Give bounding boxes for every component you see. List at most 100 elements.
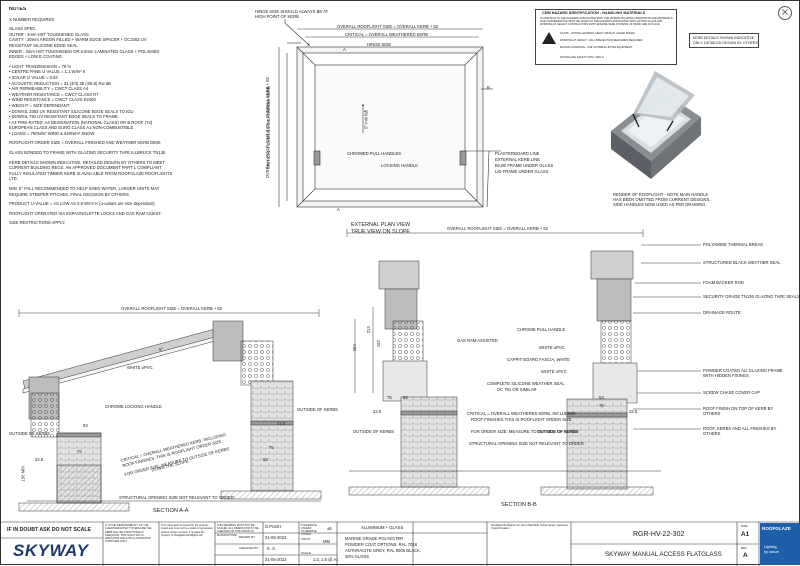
sa-dim-225: 22.5 bbox=[35, 457, 44, 462]
sb-right-8: SCREW CHASE COVER CAP bbox=[703, 390, 761, 395]
roofglaze-brand: ROOFGLAZE bbox=[762, 526, 791, 531]
plan-caption-2: TRUE VIEW ON SLOPE bbox=[351, 229, 411, 235]
sb-right-5: DRAINAGE ROUTE bbox=[703, 310, 741, 315]
sb-dim-225r: 22.5 bbox=[629, 409, 638, 414]
render-note-2: HAS BEEN OMITTED FROM CURRENT DESIGNS. bbox=[613, 197, 711, 202]
skyway-logo: SKYWAY bbox=[13, 541, 89, 560]
size: A1 bbox=[741, 531, 750, 538]
checked-label: CHECKED BY bbox=[239, 546, 259, 550]
plan-section-a-bottom: A bbox=[337, 207, 340, 212]
sa-deg5: 5° bbox=[159, 347, 164, 352]
sb-right-12: OTHERS bbox=[703, 431, 721, 436]
sb-dim-93: 93 bbox=[403, 395, 408, 400]
note-line: • LIGHT TRANSMISSION = 78 % bbox=[9, 63, 72, 69]
plan-caption-1: EXTERNAL PLAN VIEW bbox=[351, 222, 411, 228]
note-line: • AIR PERMEABILITY = CWCT CLASS A4 bbox=[9, 86, 89, 92]
plan-overall-top: OVERALL ROOFLIGHT SIZE = OVERALL KERB + … bbox=[337, 24, 439, 29]
sb-outside-r: OUTSIDE OF KERBS bbox=[537, 429, 578, 434]
tolerance: ±5 bbox=[327, 526, 332, 531]
sb-title: SECTION B-B bbox=[501, 502, 537, 508]
finish-2: POWDER COAT OPTIONS: RAL 7016 bbox=[345, 542, 418, 547]
title-block-frame bbox=[1, 521, 800, 566]
cdm-bullet-1: GLASS - LIFTING HAZARDS, HEAVY WEIGHT, S… bbox=[560, 32, 635, 35]
note-line: ROOFLIGHT OPERATED VIA ESPAGNOLETTE LOCK… bbox=[9, 210, 162, 216]
sa-outside-l: OUTSIDE OF KERBS bbox=[9, 431, 50, 436]
copyright-note: This information is issued for the purpo… bbox=[161, 524, 213, 537]
sb-critical-1: CRITICAL = OVERALL WEATHERED KERB, INCLU… bbox=[467, 411, 576, 416]
units: MM bbox=[323, 539, 330, 544]
sb-critical-2: ROOF FINISHES THIS IS ROOFLIGHT ORDER SI… bbox=[471, 417, 572, 422]
section-bb-detail bbox=[346, 229, 701, 496]
sb-white-upvc2: WHITE uPVC bbox=[541, 369, 567, 374]
note-line: SIZE RESTRICTIONS APPLY. bbox=[9, 220, 66, 226]
close-icon[interactable]: × bbox=[778, 6, 792, 20]
note-line: X NUMBER REQUIRED bbox=[9, 16, 55, 22]
cdm-title: CDM HAZARD IDENTIFICATION - HANDLING MAT… bbox=[542, 11, 646, 15]
note-line: EDGES + LOW E COATING bbox=[9, 54, 62, 60]
roofglaze-sub-2: by nature bbox=[764, 550, 779, 554]
sb-right-6: POWDER COATED ALI GLAZING FRAME bbox=[703, 368, 783, 373]
sb-dim-225: 22.5 bbox=[373, 409, 382, 414]
date-2: 31-05-2023 bbox=[265, 557, 287, 562]
sb-right-9: ROOF FINISH ON TOP OF KERB BY bbox=[703, 406, 774, 411]
sb-critical-3: FOR ORDER SIZE: MEASURE TO OUTSIDE OF KE… bbox=[471, 429, 579, 434]
sb-dim-152: 152 bbox=[375, 340, 381, 348]
sb-dim-75r: 75 bbox=[599, 403, 604, 408]
warning-icon bbox=[542, 32, 556, 44]
sb-overall: OVERALL ROOFLIGHT SIZE = OVERALL KERB + … bbox=[447, 226, 549, 231]
company-address: Roofglaze Rooflights Ltd, Unit 3 Moorfie… bbox=[491, 524, 569, 531]
note-line: • DOWSIL 791 UV RESISTANT EDGE SEALS TO … bbox=[9, 114, 118, 120]
hinge-note-2: HIGH POINT OF KERB bbox=[255, 14, 299, 19]
sb-right-4: SECURITY GRADE TN136 GLAZING TAPE SEALS bbox=[703, 294, 800, 299]
hinge-note-1: HINGE SIDE SHOULD ALWAYS BE AT bbox=[255, 9, 329, 14]
note-line: • ACOUSTIC REDUCTION = 31 (4/4) 36 (4/6.… bbox=[9, 80, 111, 86]
sb-outside-l: OUTSIDE OF KERBS bbox=[353, 429, 394, 434]
note-line: PRODUCT U-VALUE = AS LOW AS 0.8 W/m² K (… bbox=[9, 201, 155, 207]
scale-label: SCALE bbox=[301, 551, 311, 555]
plan-callout-1: PLASTERBOARD LINE bbox=[495, 151, 540, 156]
plan-hinge-side: HINGE SIDE bbox=[367, 42, 392, 47]
render-note-1: RENDER OF ROOFLIGHT - NOTE MAIN HANDLE bbox=[613, 192, 709, 197]
cdm-bullet-3: MANUAL HANDLING - USE SUITABLE LIFTING E… bbox=[560, 46, 633, 49]
cdm-body: IN ADDITION TO THE HAZARDS ASSOCIATED WI… bbox=[540, 17, 674, 27]
sa-dim-225b: 22.5 bbox=[277, 421, 286, 426]
note-line: EUROPEAN CLASS AND EURO CLASS A1 NON-COM… bbox=[9, 125, 134, 131]
plan-callout-4: LID FRAME UNDER GLASS bbox=[495, 169, 549, 174]
note-line: LTD. bbox=[9, 176, 18, 182]
size-label: SIZE bbox=[741, 524, 748, 528]
drawn-by-label: DRAWN BY bbox=[239, 535, 256, 539]
note-line: • WEATHER RESISTANCE = CWCT CLASS R7 bbox=[9, 91, 99, 97]
cdm-ref: ROOFGLAZE SAFETY DATA / REV A bbox=[560, 56, 604, 59]
drawn-by: D.PUGH bbox=[265, 524, 282, 529]
plan-critical-top: CRITICAL = OVERALL WEATHERED KERB bbox=[345, 32, 429, 37]
tolerance-label: TOLERANCE UNLESS OTHERWISE STATED bbox=[301, 524, 317, 536]
note-line: • SOLAR G VALUE = 0.63 bbox=[9, 74, 58, 80]
note-line: • WEIGHT = SIZE DEPENDANT bbox=[9, 102, 70, 108]
rev-label: REV bbox=[741, 546, 748, 550]
sb-silicone-2: DC 791 OR SIMILAR bbox=[497, 387, 537, 392]
finish-4: 30% GLOSS bbox=[345, 554, 369, 559]
sb-right-3: FOAM BACKER ROD bbox=[703, 280, 744, 285]
sb-cappit: CAPPIT BOARD FASCIA, WHITE bbox=[507, 357, 570, 362]
note-line: REQUIRE STEEPER PITCHES. FINAL DECISION … bbox=[9, 191, 130, 197]
sa-chrome-locking: CHROME LOCKING HANDLE bbox=[105, 404, 162, 409]
rooflight-render-image bbox=[603, 69, 703, 187]
sb-silicone-1: COMPLETE SILICONE WEATHER SEAL bbox=[487, 381, 565, 386]
note-line: RESISTANT SILICONE EDGE SEAL bbox=[9, 42, 78, 48]
plan-section-b: B bbox=[487, 85, 490, 90]
note-line: GLASS SPEC. bbox=[9, 26, 37, 32]
note-line: • A4 FIRE-RATED: A4 DESIGNATION (NATIONA… bbox=[9, 119, 153, 125]
finish-1: MARINE GRADE POLYESTER bbox=[345, 536, 404, 541]
sb-dim-213: 213 bbox=[365, 326, 371, 334]
plan-chrome-handles: CHROMED PULL HANDLES bbox=[347, 151, 402, 156]
sa-dim-75: 75 bbox=[77, 449, 82, 454]
kerb-note-2: ONLY. DETAILED DESIGN BY OTHERS bbox=[693, 41, 758, 45]
date-1: 31-05-2023 bbox=[265, 535, 287, 540]
cdm-warning-box: CDM HAZARD IDENTIFICATION - HANDLING MAT… bbox=[535, 9, 677, 65]
sb-gas-ram: GAS RAM ASSISTED bbox=[457, 338, 498, 343]
plan-section-a-top: A bbox=[343, 47, 346, 52]
rev: A bbox=[743, 552, 748, 559]
